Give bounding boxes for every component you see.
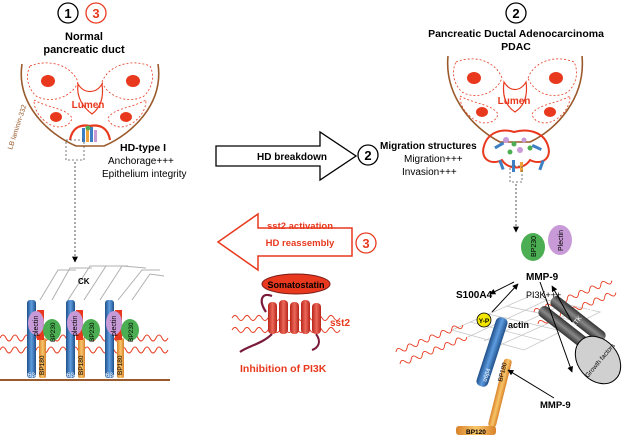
integrin-label-1: α6β4 (24, 372, 39, 379)
marker-2-center-label: 2 (364, 148, 371, 163)
hd-breakdown-label: HD breakdown (257, 152, 327, 163)
sst2-activation-label: sst2 activation (267, 221, 333, 232)
normal-duct-title-line1: Normal (65, 31, 103, 43)
free-plectin-label: Plectin (558, 230, 565, 251)
free-bp230-label: BP230 (531, 236, 538, 257)
marker-2-top-label: 2 (512, 6, 519, 21)
hd-reassembly-label: HD reassembly (266, 238, 335, 249)
marker-3-center: 3 (355, 232, 377, 254)
pdac-title-line1: Pancreatic Ductal Adenocarcinoma (428, 28, 604, 40)
sst2-label: sst2 (330, 318, 350, 329)
normal-duct-illustration (20, 62, 160, 161)
bp230-label-1: BP230 (50, 322, 57, 342)
normal-duct-title-line2: pancreatic duct (43, 44, 125, 56)
plectin-label-3: plectin (111, 316, 118, 336)
inhibition-pi3k-label: Inhibition of PI3K (240, 363, 327, 375)
migration-detail-illustration (395, 280, 622, 435)
integrin-label-3: α6β4 (102, 372, 117, 379)
marker-1-label: 1 (64, 6, 71, 21)
hd-reassembly-arrow (216, 212, 353, 272)
bp230-label-3: BP230 (128, 322, 135, 342)
mmp9-bottom-label: MMP-9 (540, 400, 571, 411)
marker-3-top: 3 (85, 2, 107, 24)
pi3k-label: PI3K+++ (526, 290, 561, 300)
somatostatin-label: Somatostatin (267, 280, 324, 290)
pdac-duct-illustration (446, 55, 584, 183)
migration-bp180-label: BP180 (497, 361, 509, 382)
marker-2-center: 2 (357, 144, 379, 166)
somatostatin-receptor (231, 273, 341, 353)
bp180-label-3: BP180 (117, 355, 124, 375)
migration-structures-title: Migration structures (380, 141, 477, 152)
hd-breakdown-arrow (215, 130, 358, 182)
hd-detail-illustration (0, 265, 170, 381)
marker-3-top-label: 3 (92, 6, 99, 21)
ck-label: CK (78, 277, 90, 286)
invasion-text: Invasion+++ (402, 167, 457, 178)
plectin-label-2: plectin (72, 316, 79, 336)
marker-2-top: 2 (505, 2, 527, 24)
actin-label: actin (508, 320, 529, 330)
rtk-label-2: RTK (582, 304, 596, 319)
hd-anchorage-text: Anchorage+++ (108, 156, 174, 167)
normal-lumen-label: Lumen (72, 100, 105, 111)
s100a4-label: S100A4 (456, 290, 493, 301)
bp230-label-2: BP230 (89, 322, 96, 342)
bp120-label: BP120 (466, 429, 486, 436)
pdac-lumen-label: Lumen (498, 96, 531, 107)
pdac-title-line2: PDAC (501, 41, 531, 53)
mmp9-top-label: MMP-9 (526, 272, 559, 283)
migration-integrin-label: α6β4 (482, 367, 493, 382)
yp-label: Y-P (479, 318, 490, 325)
bp180-label-2: BP180 (78, 355, 85, 375)
integrin-label-2: α6β4 (63, 372, 78, 379)
marker-3-center-label: 3 (362, 236, 369, 251)
hd-type-title: HD-type I (120, 142, 166, 154)
migration-text: Migration+++ (404, 154, 463, 165)
free-bp230-plectin (521, 225, 572, 261)
bp180-label-1: BP180 (39, 355, 46, 375)
plectin-label-1: plectin (33, 316, 40, 336)
marker-1: 1 (57, 2, 79, 24)
hd-integrity-text: Epithelium integrity (102, 169, 186, 180)
lb-laminin-label: LB laminin-332 (7, 104, 28, 151)
